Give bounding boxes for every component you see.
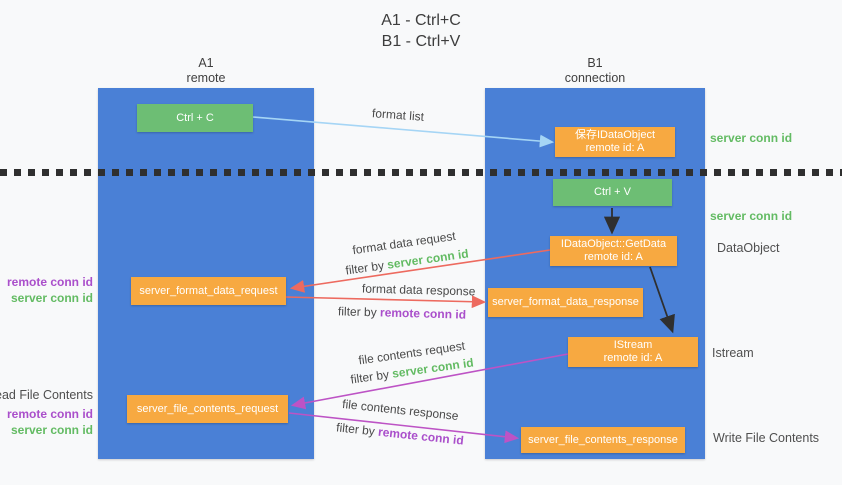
node-file-request-label: server_file_contents_request — [136, 402, 279, 415]
server-conn-id-label: server conn id — [710, 131, 793, 145]
dataobject-label: DataObject — [717, 241, 780, 255]
filter-by-text: filter by — [337, 304, 381, 320]
node-server-format-data-request: server_format_data_request — [131, 277, 286, 305]
title-line-ctrl-c: A1 - Ctrl+C — [381, 12, 461, 29]
lifeline-b1-name: B1 — [587, 56, 603, 70]
istream-label: Istream — [712, 346, 754, 360]
server-conn-id-label: server conn id — [710, 209, 793, 223]
filter-by-text: filter by — [349, 366, 394, 387]
remote-conn-id-label: remote conn id — [6, 407, 93, 421]
filter-by-text: filter by — [344, 257, 389, 278]
node-ctrl-v: Ctrl + V — [553, 179, 672, 206]
node-format-response-label: server_format_data_response — [492, 296, 639, 308]
filter-by-text: filter by — [335, 420, 379, 439]
node-save-idataobject-remote-id: remote id: A — [585, 142, 645, 154]
remote-conn-id-text: remote conn id — [377, 424, 465, 448]
node-server-file-contents-response: server_file_contents_response — [521, 427, 685, 453]
node-istream-title: IStream — [613, 339, 653, 351]
lifeline-a1-name: A1 — [198, 56, 214, 70]
dotted-separator-line — [0, 169, 842, 176]
write-file-contents-label: Write File Contents — [713, 431, 820, 445]
label-format-data-response: format data response — [361, 281, 476, 299]
node-server-format-data-response: server_format_data_response — [488, 288, 643, 317]
diagram-title: A1 - Ctrl+C B1 - Ctrl+V — [0, 10, 842, 52]
server-conn-id-label: server conn id — [10, 423, 93, 437]
node-save-idataobject: 保存IDataObject remote id: A — [555, 127, 675, 157]
left-annotation-file-ids: remote conn id server conn id — [7, 406, 93, 438]
label-format-list: format list — [371, 106, 425, 124]
label-format-data-response-filter: filter by remote conn id — [338, 304, 466, 321]
lifeline-a1-subtitle: remote — [186, 71, 226, 85]
node-istream-remote-id: remote id: A — [603, 352, 663, 364]
label-file-contents-response: file contents response — [341, 396, 460, 424]
node-getdata-title: IDataObject::GetData — [560, 238, 667, 250]
lifeline-b1-subtitle: connection — [564, 71, 626, 85]
label-file-contents-response-filter: filter by remote conn id — [336, 420, 465, 447]
left-annotation-format-ids: remote conn id server conn id — [7, 274, 93, 306]
node-format-request-label: server_format_data_request — [139, 284, 278, 297]
server-conn-id-label: server conn id — [10, 291, 93, 305]
node-ctrl-c-label: Ctrl + C — [176, 111, 214, 124]
node-save-idataobject-title: 保存IDataObject — [574, 129, 656, 141]
node-idataobject-getdata: IDataObject::GetData remote id: A — [550, 236, 677, 266]
title-line-ctrl-v: B1 - Ctrl+V — [381, 33, 461, 50]
lifeline-header-b1: B1 connection — [485, 56, 705, 86]
node-ctrl-v-label: Ctrl + V — [594, 186, 631, 198]
lifeline-header-a1: A1 remote — [98, 56, 314, 86]
node-server-file-contents-request: server_file_contents_request — [127, 395, 288, 423]
node-ctrl-c: Ctrl + C — [137, 104, 253, 132]
read-file-contents-label: Read File Contents — [0, 388, 93, 402]
node-istream: IStream remote id: A — [568, 337, 698, 367]
remote-conn-id-text: remote conn id — [379, 305, 467, 322]
remote-conn-id-label: remote conn id — [6, 275, 93, 289]
node-getdata-remote-id: remote id: A — [584, 251, 643, 263]
node-file-response-label: server_file_contents_response — [528, 433, 678, 446]
